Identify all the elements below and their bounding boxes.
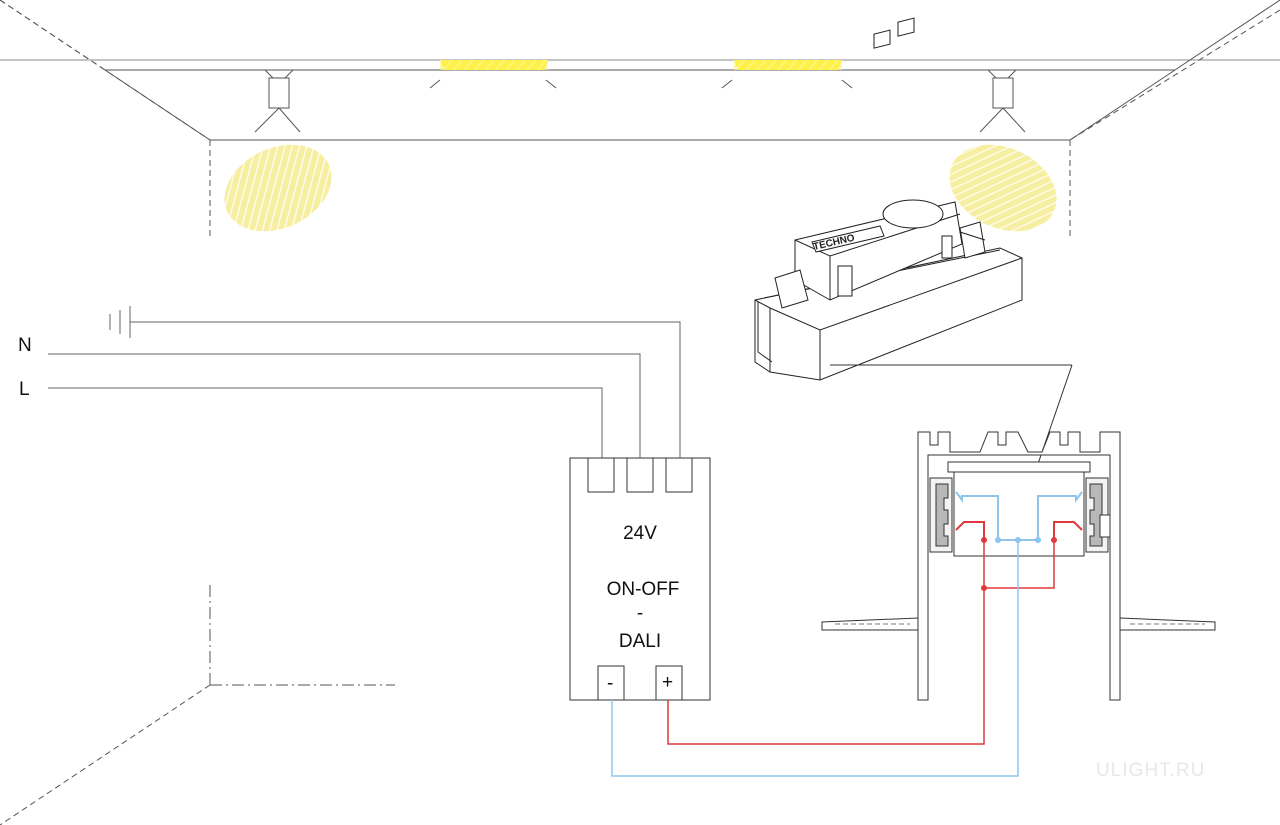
wall-light-spot-right	[949, 144, 1057, 232]
ceiling-linear-light-1	[429, 60, 557, 89]
supply-terminal-n	[626, 457, 654, 493]
terminal-minus-label: -	[607, 673, 614, 694]
live-wire	[48, 387, 603, 458]
ceiling-left-diag	[0, 0, 211, 141]
track-connector-3d	[754, 17, 1023, 381]
driver-mode-dash-label: -	[636, 603, 644, 624]
driver-mode-dali-label: DALI	[618, 631, 662, 652]
spot-light-right	[979, 69, 1026, 133]
track-profile-section	[821, 431, 1216, 701]
profile-contacts-positive	[955, 521, 1083, 540]
ceiling-right-top	[1174, 0, 1280, 71]
neutral-label: N	[18, 335, 32, 356]
mains-wiring	[48, 306, 681, 458]
output-terminal-plus	[655, 665, 683, 701]
line-label: L	[19, 379, 30, 400]
dc-wiring	[611, 540, 1055, 777]
ground-wire	[130, 321, 681, 458]
watermark: ULIGHT.RU	[1096, 760, 1206, 781]
floor-left-diag	[0, 684, 211, 825]
driver-voltage-label: 24V	[623, 523, 657, 544]
wall-light-spot-left	[224, 144, 332, 232]
positive-wire	[667, 540, 985, 745]
terminal-plus-label: +	[662, 672, 674, 693]
positive-bridge	[984, 540, 1055, 589]
spot-light-left	[254, 69, 301, 133]
power-supply-box	[569, 457, 711, 701]
neutral-wire	[48, 353, 641, 458]
driver-mode-onoff-label: ON-OFF	[606, 579, 680, 600]
ceiling-linear-light-2	[721, 60, 853, 89]
supply-terminal-pe	[665, 457, 693, 493]
output-terminal-minus	[597, 665, 625, 701]
ceiling-right-diag	[1069, 9, 1280, 141]
supply-terminal-l	[587, 457, 615, 493]
ceiling-right-edge	[1069, 69, 1176, 141]
negative-wire	[611, 540, 1019, 777]
